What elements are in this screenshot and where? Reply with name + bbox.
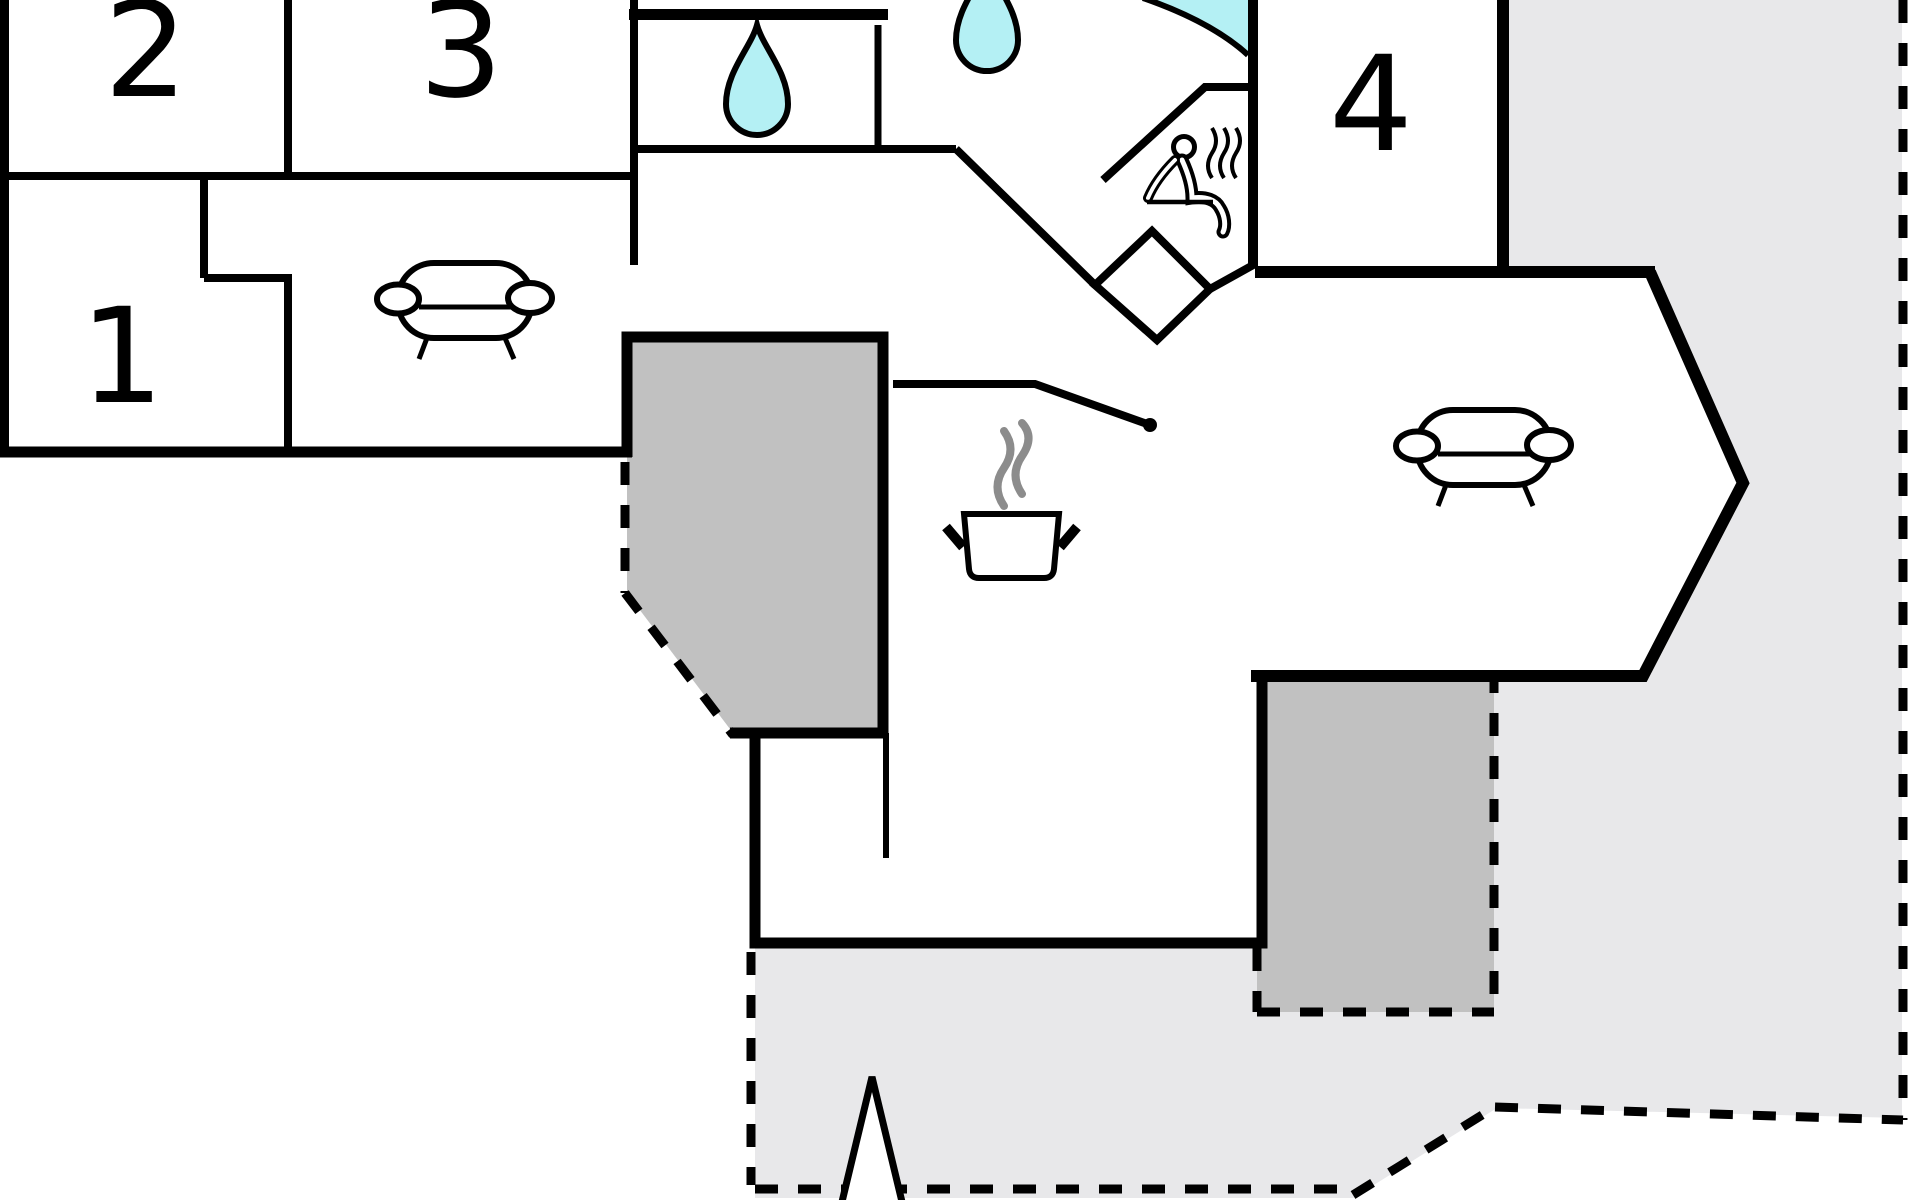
sauna-person-icon [1143,126,1242,239]
covered-porch-area [627,337,888,733]
outer-walls [0,0,1750,949]
room-label-4: 4 [1329,28,1413,182]
steam-icon [993,419,1033,510]
water-drop-icon [722,13,792,138]
room-label-3: 3 [419,0,503,128]
covered-terrace-area [1257,670,1494,1012]
sofa-icon [374,260,555,360]
corner-shower-icon [1148,0,1252,55]
terrace-open-area [755,0,1902,1198]
steam-icon [1206,126,1242,180]
water-drop-icon [952,0,1022,74]
interior-walls [0,0,1257,858]
cooking-pot-icon [942,419,1081,581]
room-label-1: 1 [80,280,164,434]
water-fixtures [722,0,1252,138]
sofa-icon [1393,407,1574,507]
room-label-2: 2 [104,0,188,128]
tree-icon [838,1076,906,1200]
